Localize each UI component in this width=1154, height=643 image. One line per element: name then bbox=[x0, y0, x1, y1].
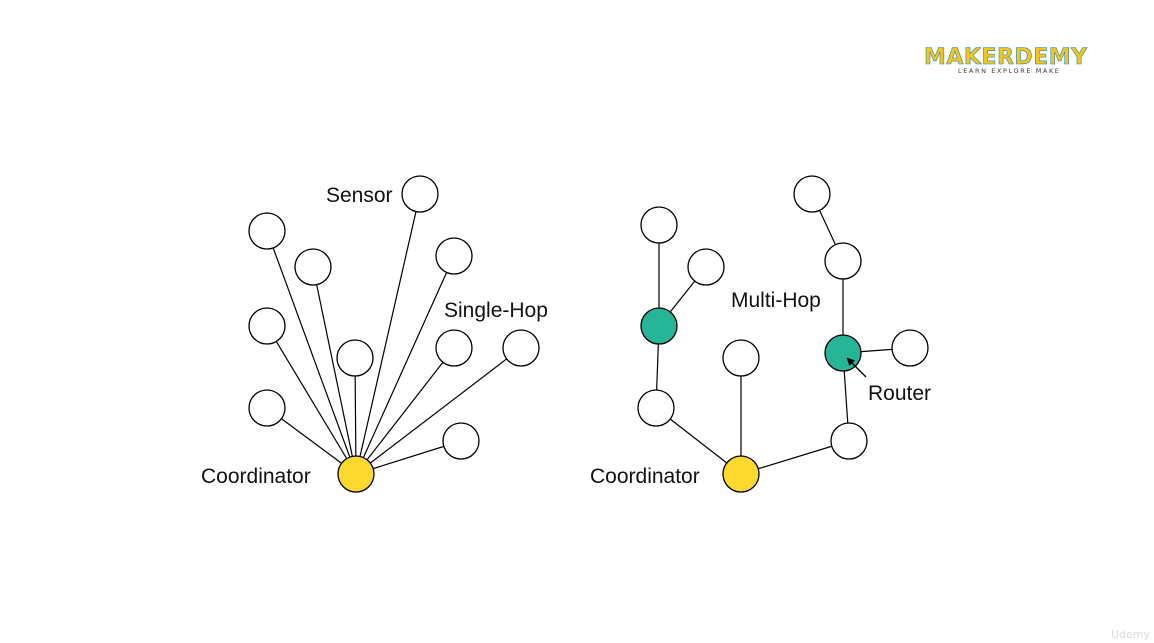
multi-hop-edges bbox=[655, 193, 911, 475]
edge bbox=[355, 347, 455, 475]
coordinator-label: Coordinator bbox=[201, 465, 311, 488]
sensor-node bbox=[248, 389, 286, 427]
logo-tagline: LEARN EXPLORE MAKE bbox=[958, 67, 1061, 75]
sensor-node bbox=[637, 389, 675, 427]
multi-hop-network: Multi-Hop Router Coordinator bbox=[590, 175, 931, 493]
sensor-node bbox=[722, 339, 760, 377]
sensor-label: Sensor bbox=[326, 184, 393, 207]
sensor-node bbox=[830, 422, 868, 460]
sensor-node bbox=[248, 307, 286, 345]
edge bbox=[355, 347, 522, 475]
single-hop-network: Sensor Single-Hop Coordinator bbox=[201, 175, 548, 493]
edge bbox=[355, 193, 421, 475]
router-node bbox=[824, 334, 862, 372]
sensor-node bbox=[248, 212, 286, 250]
sensor-node bbox=[442, 422, 480, 460]
sensor-node bbox=[687, 248, 725, 286]
udemy-watermark: Udemy bbox=[1111, 628, 1151, 641]
edge bbox=[355, 255, 455, 475]
sensor-node bbox=[294, 248, 332, 286]
sensor-node bbox=[435, 237, 473, 275]
edge bbox=[312, 266, 357, 475]
single-hop-nodes bbox=[248, 175, 540, 493]
coordinator-label: Coordinator bbox=[590, 465, 700, 488]
coordinator-node bbox=[722, 455, 760, 493]
sensor-node bbox=[891, 329, 929, 367]
sensor-node bbox=[435, 329, 473, 367]
single-hop-title: Single-Hop bbox=[444, 299, 548, 322]
router-arrow bbox=[846, 357, 867, 378]
sensor-node bbox=[336, 339, 374, 377]
router-node bbox=[640, 307, 678, 345]
sensor-node bbox=[640, 206, 678, 244]
sensor-node bbox=[824, 242, 862, 280]
edge bbox=[740, 440, 850, 475]
edge bbox=[266, 325, 357, 475]
single-hop-edges bbox=[266, 193, 522, 475]
logo-text: MAKERDEMY bbox=[924, 45, 1088, 70]
edge bbox=[266, 230, 357, 475]
coordinator-node bbox=[337, 455, 375, 493]
sensor-node bbox=[502, 329, 540, 367]
sensor-node bbox=[793, 175, 831, 213]
router-label: Router bbox=[868, 382, 931, 405]
sensor-node bbox=[401, 175, 439, 213]
multi-hop-nodes bbox=[637, 175, 929, 493]
multi-hop-title: Multi-Hop bbox=[731, 289, 821, 312]
edge bbox=[354, 357, 357, 475]
makerdemy-logo: MAKERDEMY LEARN EXPLORE MAKE bbox=[924, 45, 1088, 75]
